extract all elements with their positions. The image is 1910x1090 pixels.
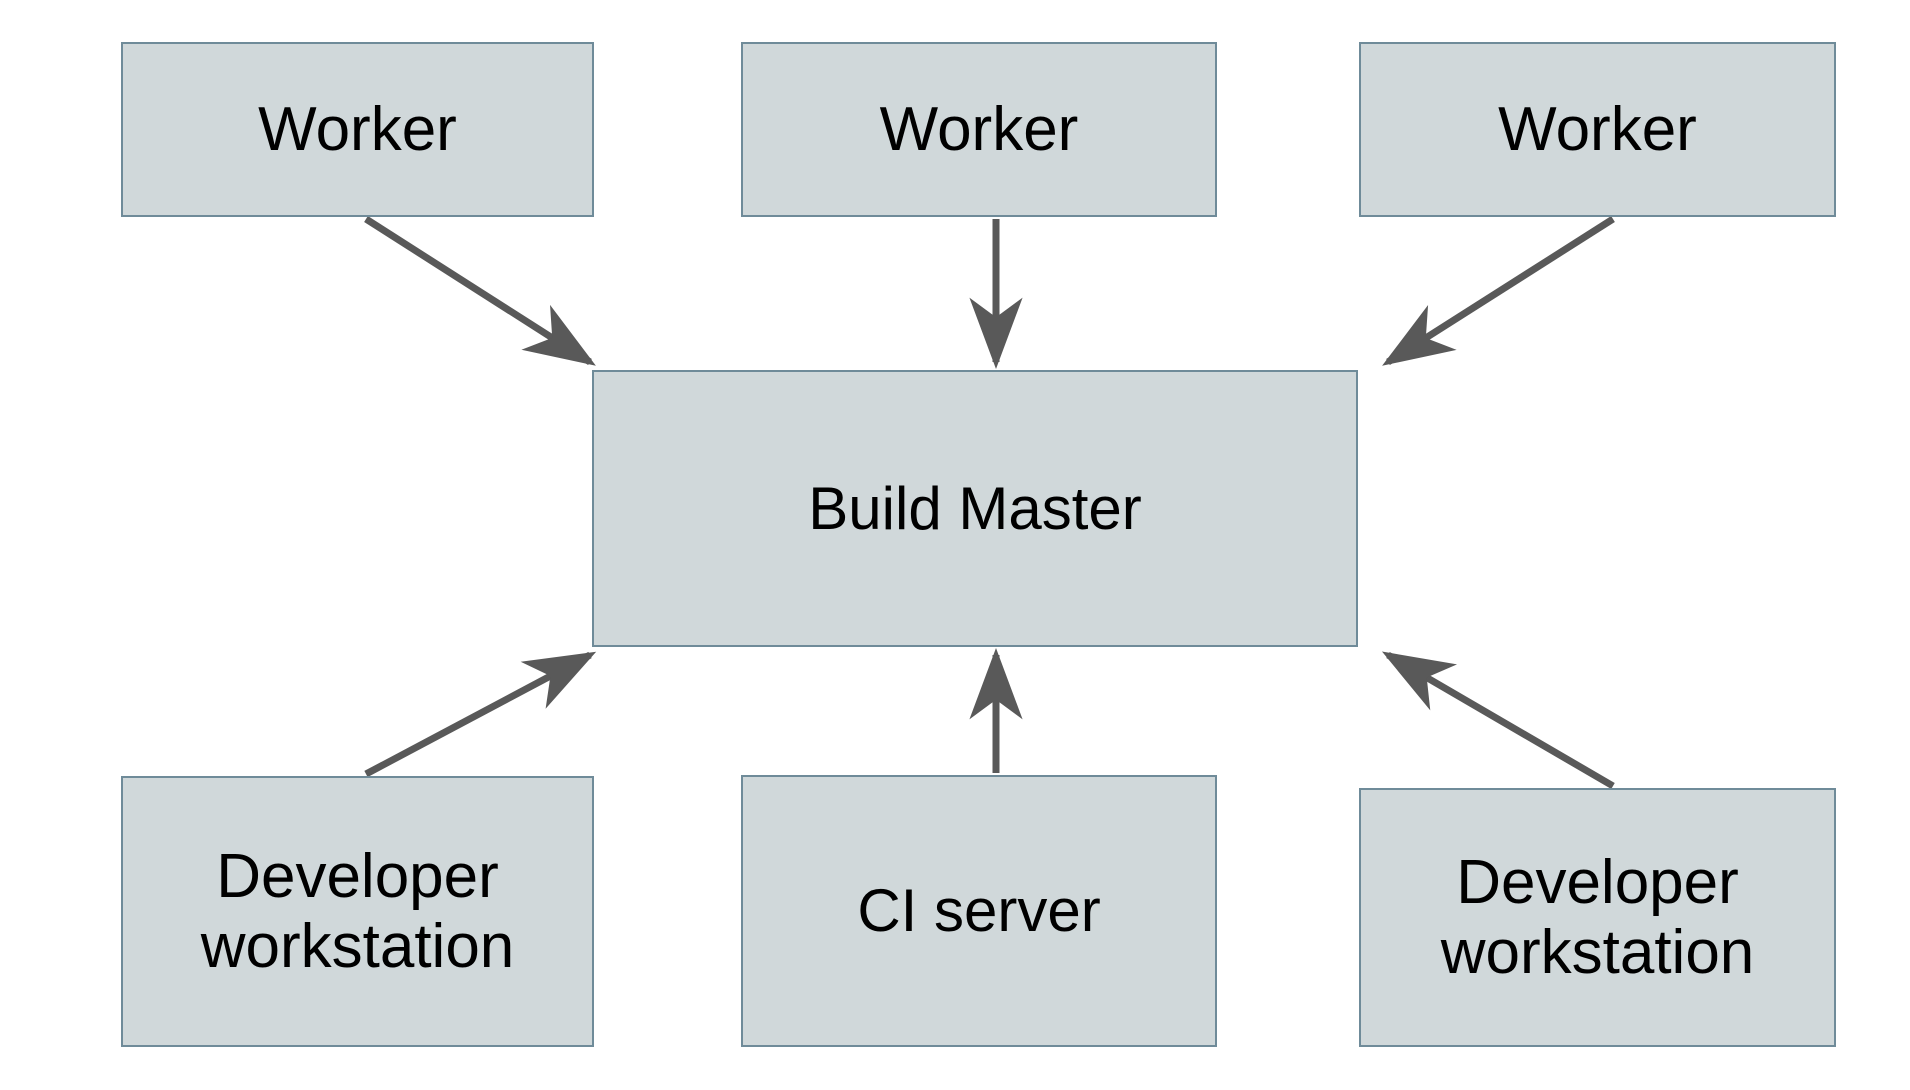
- edge-dev-ws-right-to-build-master: [1381, 651, 1615, 790]
- edge-worker-1-to-build-master: [364, 216, 596, 366]
- node-developer-workstation-left-label: Developer workstation: [200, 842, 515, 981]
- node-worker-3[interactable]: Worker: [1359, 42, 1836, 217]
- node-build-master[interactable]: Build Master: [592, 370, 1358, 647]
- edge-dev-ws-left-to-build-master: [364, 651, 597, 778]
- node-ci-server-label: CI server: [857, 877, 1101, 945]
- node-developer-workstation-left[interactable]: Developer workstation: [121, 776, 594, 1047]
- node-worker-3-label: Worker: [1498, 94, 1697, 164]
- node-build-master-label: Build Master: [808, 474, 1142, 542]
- node-developer-workstation-right-label: Developer workstation: [1440, 848, 1755, 987]
- node-worker-1[interactable]: Worker: [121, 42, 594, 217]
- edge-worker-3-to-build-master: [1382, 216, 1615, 366]
- node-worker-2-label: Worker: [879, 94, 1079, 164]
- node-developer-workstation-right[interactable]: Developer workstation: [1359, 788, 1836, 1047]
- node-ci-server[interactable]: CI server: [741, 775, 1217, 1047]
- node-worker-2[interactable]: Worker: [741, 42, 1217, 217]
- node-worker-1-label: Worker: [258, 94, 457, 164]
